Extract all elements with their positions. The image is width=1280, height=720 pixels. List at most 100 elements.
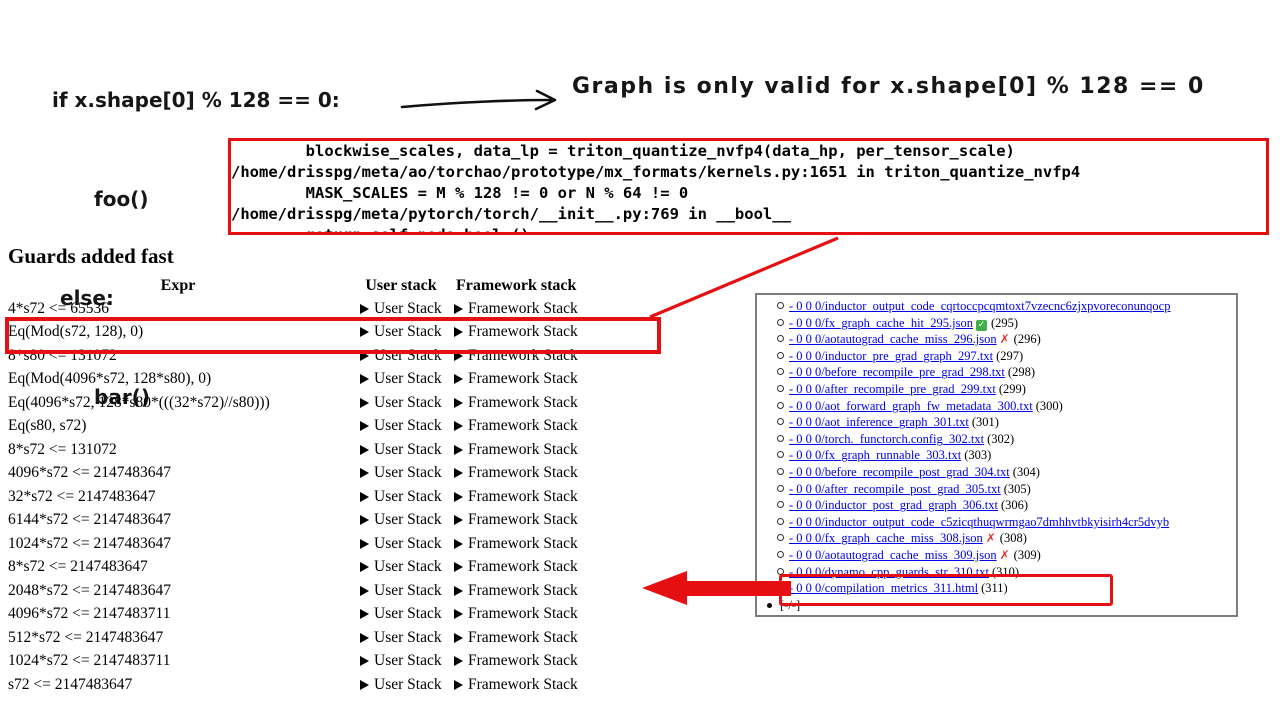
framework-stack-toggle[interactable]: Framework Stack [454,417,634,435]
file-link[interactable]: - 0 0 0/torch._functorch.config_302.txt [789,431,985,446]
expand-triangle-icon [454,538,463,549]
file-link[interactable]: - 0 0 0/before_recompile_post_grad_304.t… [789,464,1010,479]
file-count: (302) [987,431,1015,446]
user-stack-label: User Stack [374,323,442,341]
file-count: (308) [999,531,1027,546]
file-list-item: - 0 0 0/inductor_pre_grad_graph_297.txt(… [765,348,1236,365]
file-link[interactable]: - 0 0 0/after_recompile_pre_grad_299.txt [789,381,996,396]
framework-stack-label: Framework Stack [468,511,578,529]
guards-table: Expr User stack Framework stack 4*s72 <=… [8,277,668,697]
circle-bullet-icon [777,384,784,392]
disc-bullet-icon [767,602,772,608]
file-link[interactable]: - 0 0 0/before_recompile_pre_grad_298.tx… [789,365,1005,380]
file-link[interactable]: - 0 0 0/fx_graph_cache_miss_308.json [789,531,983,546]
file-list-item: - 0 0 0/before_recompile_post_grad_304.t… [765,464,1236,481]
hand-drawn-arrow-icon [400,89,557,111]
column-header-expr: Expr [160,277,196,294]
user-stack-toggle[interactable]: User Stack [348,676,454,694]
user-stack-toggle[interactable]: User Stack [348,629,454,647]
file-list-item: - 0 0 0/fx_graph_runnable_303.txt(303) [765,447,1236,464]
framework-stack-toggle[interactable]: Framework Stack [454,464,634,482]
user-stack-toggle[interactable]: User Stack [348,652,454,670]
file-link[interactable]: - 0 0 0/inductor_post_grad_graph_306.txt [789,498,998,513]
file-count: (301) [971,415,999,430]
user-stack-label: User Stack [374,346,442,364]
circle-bullet-icon [777,335,784,343]
circle-bullet-icon [777,318,784,326]
framework-stack-toggle[interactable]: Framework Stack [454,370,634,388]
file-link[interactable]: - 0 0 0/aot_forward_graph_fw_metadata_30… [789,398,1033,413]
user-stack-toggle[interactable]: User Stack [348,511,454,529]
user-stack-toggle[interactable]: User Stack [348,441,454,459]
file-count: (299) [998,381,1026,396]
stack-trace-line: blockwise_scales, data_lp = triton_quant… [231,142,1015,160]
user-stack-toggle[interactable]: User Stack [348,605,454,623]
file-link[interactable]: - 0 0 0/fx_graph_cache_hit_295.json [789,315,973,330]
user-stack-toggle[interactable]: User Stack [348,347,454,365]
file-list-item: - 0 0 0/inductor_output_code_cqrtoccpcqm… [765,298,1236,315]
file-link[interactable]: - 0 0 0/aot_inference_graph_301.txt [789,415,969,430]
file-link[interactable]: - 0 0 0/aotautograd_cache_miss_296.json [789,332,997,347]
user-stack-label: User Stack [374,652,442,670]
file-link[interactable]: - 0 0 0/fx_graph_runnable_303.txt [789,448,962,463]
file-count: (309) [1013,547,1041,562]
framework-stack-toggle[interactable]: Framework Stack [454,323,634,341]
user-stack-toggle[interactable]: User Stack [348,558,454,576]
file-count: (306) [1001,498,1029,513]
handwritten-code: if x.shape[0] % 128 == 0: foo() else: ba… [52,18,340,480]
framework-stack-toggle[interactable]: Framework Stack [454,652,634,670]
circle-bullet-icon [777,302,784,309]
user-stack-toggle[interactable]: User Stack [348,300,454,318]
circle-bullet-icon [777,550,784,558]
user-stack-toggle[interactable]: User Stack [348,535,454,553]
guard-expr: 1024*s72 <= 2147483647 [8,534,172,552]
framework-stack-toggle[interactable]: Framework Stack [454,441,634,459]
file-link[interactable]: - 0 0 0/dynamo_cpp_guards_str_310.txt [789,564,989,579]
expand-triangle-icon [360,609,369,620]
user-stack-toggle[interactable]: User Stack [348,417,454,435]
file-link[interactable]: - 0 0 0/inductor_output_code_cqrtoccpcqm… [789,299,1171,313]
user-stack-toggle[interactable]: User Stack [348,370,454,388]
framework-stack-toggle[interactable]: Framework Stack [454,676,634,694]
file-list-item: - 0 0 0/aot_inference_graph_301.txt(301) [765,414,1236,431]
file-list-item: - 0 0 0/inductor_post_grad_graph_306.txt… [765,497,1236,514]
circle-bullet-icon [777,351,784,359]
expand-triangle-icon [454,327,463,338]
framework-stack-toggle[interactable]: Framework Stack [454,511,634,529]
user-stack-toggle[interactable]: User Stack [348,488,454,506]
guard-expr: 4096*s72 <= 2147483647 [8,464,172,482]
file-link[interactable]: - 0 0 0/aotautograd_cache_miss_309.json [789,547,997,562]
user-stack-toggle[interactable]: User Stack [348,464,454,482]
framework-stack-toggle[interactable]: Framework Stack [454,629,634,647]
framework-stack-toggle[interactable]: Framework Stack [454,347,634,365]
file-link[interactable]: - 0 0 0/compilation_metrics_311.html [789,581,979,596]
expand-triangle-icon [360,562,369,573]
framework-stack-toggle[interactable]: Framework Stack [454,394,634,412]
framework-stack-toggle[interactable]: Framework Stack [454,300,634,318]
stack-trace-line: /home/drisspg/meta/pytorch/torch/__init_… [231,205,791,223]
guard-expr: 2048*s72 <= 2147483647 [8,581,172,599]
file-link[interactable]: - 0 0 0/inductor_pre_grad_graph_297.txt [789,348,994,363]
expand-triangle-icon [360,468,369,479]
expand-triangle-icon [454,397,463,408]
file-link[interactable]: - 0 0 0/after_recompile_post_grad_305.tx… [789,481,1001,496]
user-stack-label: User Stack [374,440,442,458]
framework-stack-label: Framework Stack [468,323,578,341]
framework-stack-toggle[interactable]: Framework Stack [454,488,634,506]
code-line: if x.shape[0] % 128 == 0: [52,88,340,112]
user-stack-toggle[interactable]: User Stack [348,323,454,341]
guard-expr: Eq(Mod(4096*s72, 128*s80), 0) [8,370,212,388]
expand-triangle-icon [454,374,463,385]
framework-stack-toggle[interactable]: Framework Stack [454,558,634,576]
guard-row: Eq(4096*s72, 128*s80*(((32*s72)//s80))) U… [8,391,668,415]
circle-bullet-icon [777,484,784,492]
guard-expr: Eq(4096*s72, 128*s80*(((32*s72)//s80))) [8,393,270,411]
expand-triangle-icon [454,679,463,690]
framework-stack-toggle[interactable]: Framework Stack [454,605,634,623]
user-stack-toggle[interactable]: User Stack [348,582,454,600]
user-stack-toggle[interactable]: User Stack [348,394,454,412]
framework-stack-toggle[interactable]: Framework Stack [454,582,634,600]
framework-stack-toggle[interactable]: Framework Stack [454,535,634,553]
file-link[interactable]: - 0 0 0/inductor_output_code_c5zicqthuqw… [789,514,1170,529]
